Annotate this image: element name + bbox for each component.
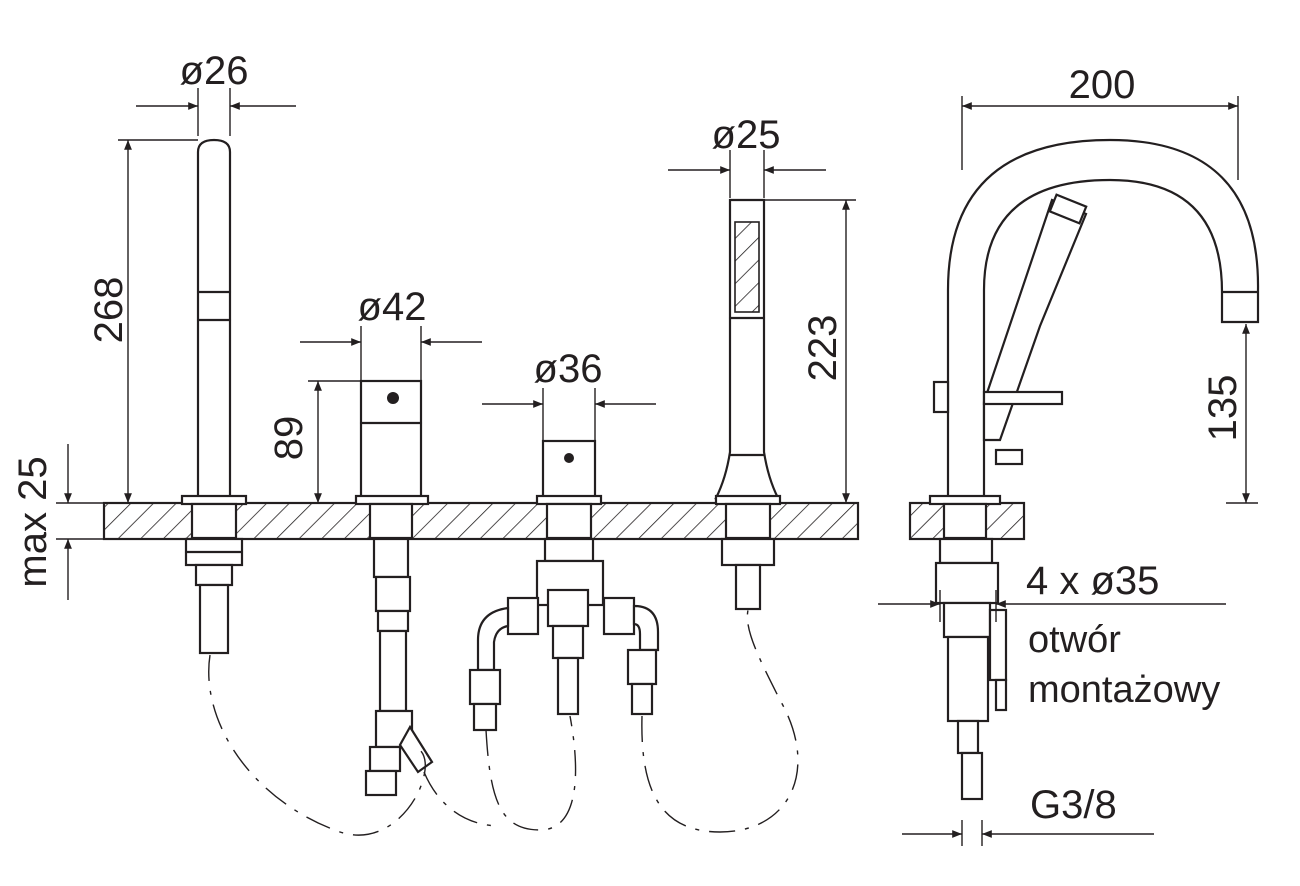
side-view <box>928 138 1260 801</box>
dim-handshower-diameter: ø25 <box>712 113 781 157</box>
diverter-front <box>468 439 660 732</box>
mounting-hole-label-line1: otwór <box>1028 619 1121 661</box>
spout-front <box>180 138 248 655</box>
dimension-lines <box>56 88 1258 846</box>
handshower-front <box>714 198 782 611</box>
mixer-front <box>354 379 434 797</box>
dim-diverter-diameter: ø36 <box>534 347 603 391</box>
dim-spout-outlet-height: 135 <box>1201 375 1245 442</box>
dim-connection-thread: G3/8 <box>1030 783 1117 827</box>
dim-spout-diameter: ø26 <box>180 49 249 93</box>
dim-mounting-holes: 4 x ø35 <box>1026 559 1159 603</box>
dim-deck-thickness: max 25 <box>11 456 55 587</box>
hoses <box>208 609 799 836</box>
dim-mixer-height: 89 <box>267 416 311 461</box>
mounting-hole-label-line2: montażowy <box>1028 669 1220 711</box>
dim-handshower-height: 223 <box>801 315 845 382</box>
dim-spout-reach: 200 <box>1069 63 1136 107</box>
dim-mixer-diameter: ø42 <box>358 285 427 329</box>
dim-spout-height: 268 <box>87 277 131 344</box>
